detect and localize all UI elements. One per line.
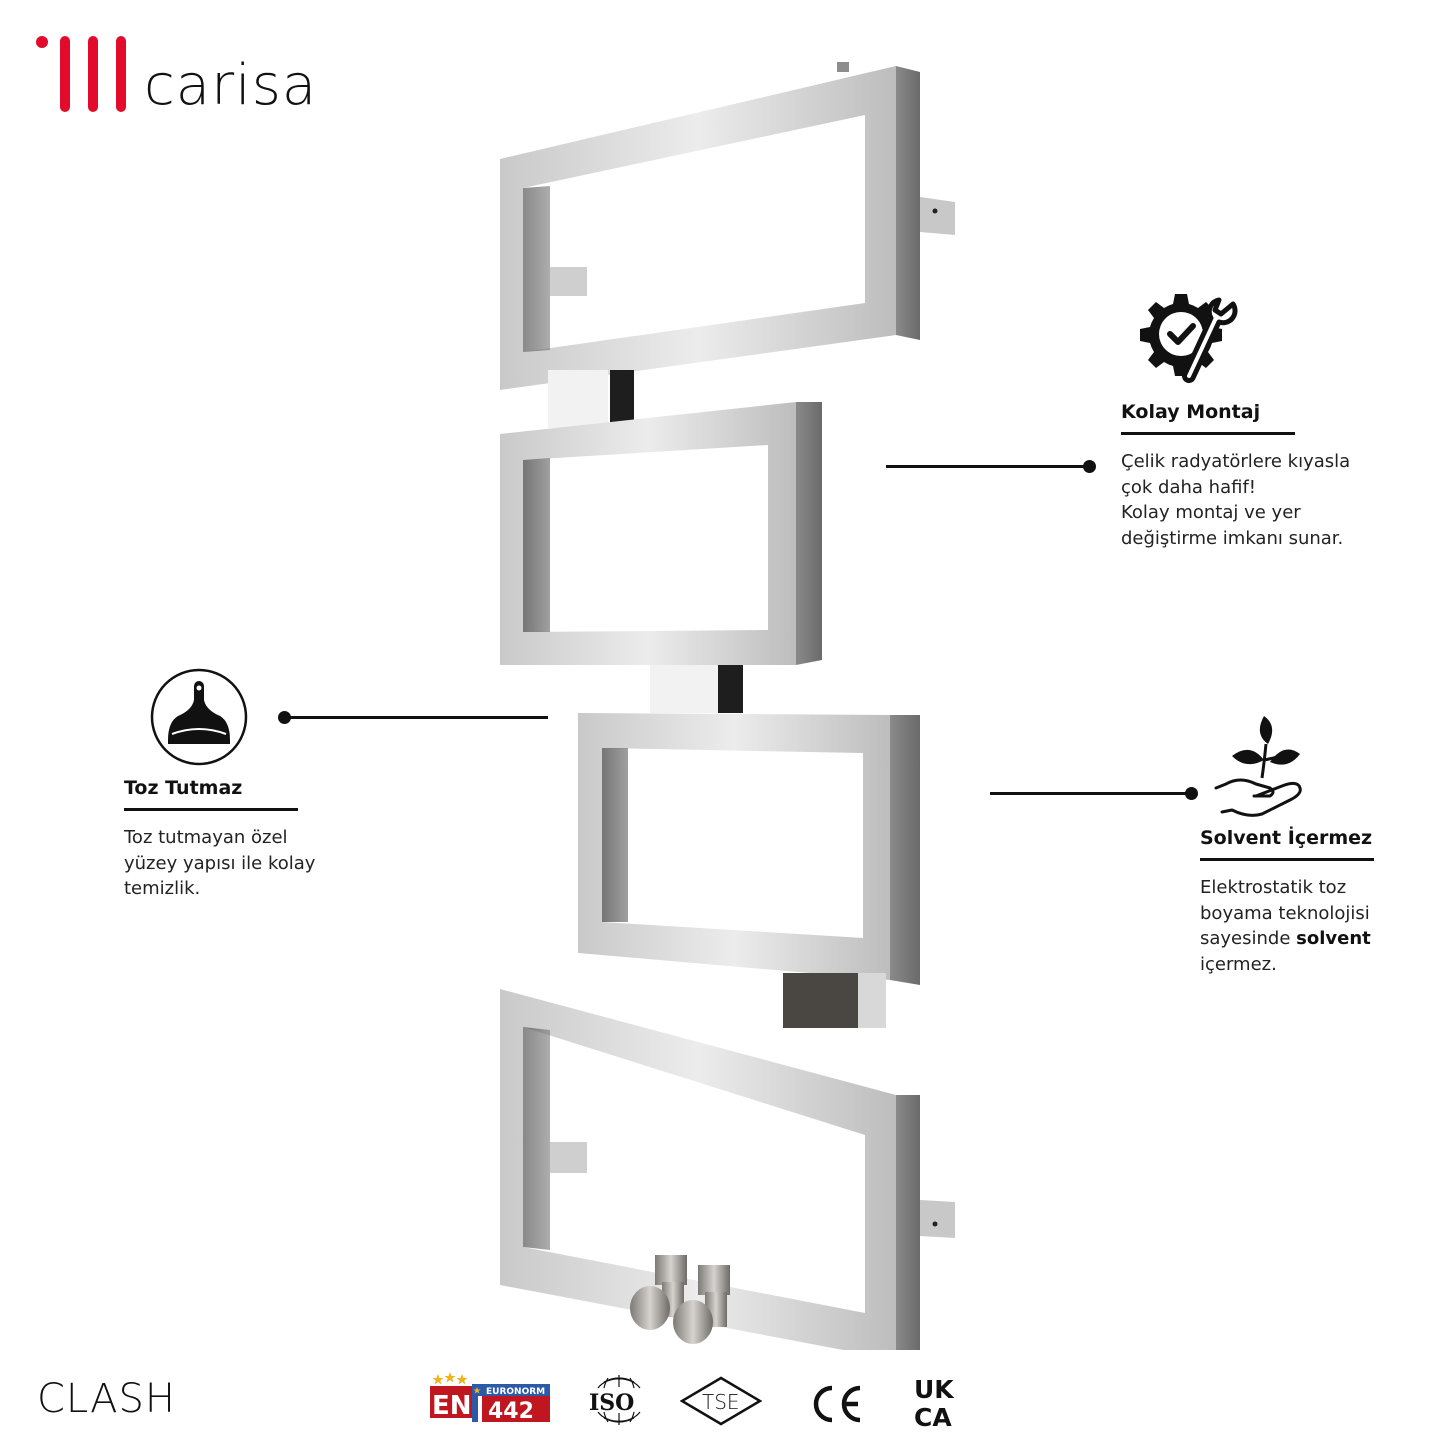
iso-certification-icon: ISO: [588, 1372, 650, 1428]
feature-description: Çelik radyatörlere kıyasla çok daha hafi…: [1121, 449, 1391, 551]
feature-description: Toz tutmayan özel yüzey yapısı ile kolay…: [124, 825, 374, 902]
en442-euronorm-icon: EN EURONORM 442: [428, 1372, 552, 1424]
connector-line-montaj: [886, 460, 1096, 473]
connector-dot-icon: [1185, 787, 1198, 800]
logo-dot-icon: [36, 36, 48, 48]
svg-text:UK: UK: [914, 1375, 955, 1404]
svg-text:ISO: ISO: [589, 1390, 634, 1416]
description-line: yüzey yapısı ile kolay: [124, 852, 316, 874]
title-underline: [1121, 432, 1295, 435]
connector-line-toz: [278, 711, 548, 724]
description-line: Toz tutmayan özel: [124, 827, 288, 848]
feature-title: Solvent İçermez: [1200, 827, 1373, 849]
svg-text:EURONORM: EURONORM: [486, 1387, 545, 1397]
svg-text:442: 442: [488, 1399, 534, 1424]
description-line: boyama teknolojisi: [1200, 902, 1370, 924]
description-line: içermez.: [1200, 953, 1277, 975]
certification-logos: EN EURONORM 442 ISO TSE UK CA: [428, 1372, 968, 1432]
description-line: Kolay montaj ve yer: [1121, 502, 1301, 523]
feature-title: Toz Tutmaz: [124, 777, 243, 799]
tse-certification-icon: TSE: [680, 1376, 762, 1426]
gear-check-wrench-icon: [1133, 288, 1245, 388]
feature-solvent-icermez: Solvent İçermez Elektrostatik toz boyama…: [1200, 714, 1410, 977]
brand-logo: carisa: [34, 34, 334, 114]
product-model-name: CLASH: [37, 1376, 176, 1422]
logo-bar-icon: [88, 36, 98, 112]
description-line: çok daha hafif!: [1121, 476, 1256, 498]
description-line: temizlik.: [124, 878, 201, 899]
description-line: Çelik radyatörlere kıyasla: [1121, 451, 1351, 472]
ce-marking-icon: [812, 1384, 864, 1424]
logo-bar-icon: [116, 36, 126, 112]
svg-text:TSE: TSE: [702, 1390, 740, 1414]
connector-dot-icon: [1083, 460, 1096, 473]
en-label: EN: [432, 1391, 472, 1421]
description-line: sayesinde solvent: [1200, 926, 1410, 952]
feature-toz-tutmaz: Toz Tutmaz Toz tutmayan özel yüzey yapıs…: [124, 668, 374, 902]
connector-line-solvent: [990, 787, 1198, 800]
feature-title: Kolay Montaj: [1121, 401, 1261, 423]
feature-description: Elektrostatik toz boyama teknolojisi say…: [1200, 875, 1410, 977]
description-line: değiştirme imkanı sunar.: [1121, 527, 1344, 549]
brand-wordmark: carisa: [144, 53, 318, 118]
ukca-marking-icon: UK CA: [914, 1374, 962, 1428]
feature-kolay-montaj: Kolay Montaj Çelik radyatörlere kıyasla …: [1121, 288, 1391, 551]
title-underline: [1200, 858, 1374, 861]
hand-holding-plant-icon: [1212, 714, 1316, 820]
connector-dot-icon: [278, 711, 291, 724]
duster-in-circle-icon: [150, 668, 248, 766]
description-line: Elektrostatik toz: [1200, 877, 1347, 898]
title-underline: [124, 808, 298, 811]
description-text: sayesinde: [1200, 928, 1297, 949]
description-bold-text: solvent: [1296, 928, 1371, 949]
logo-bar-icon: [60, 36, 70, 112]
svg-text:CA: CA: [914, 1403, 952, 1428]
product-image-radiator: [490, 60, 970, 1350]
